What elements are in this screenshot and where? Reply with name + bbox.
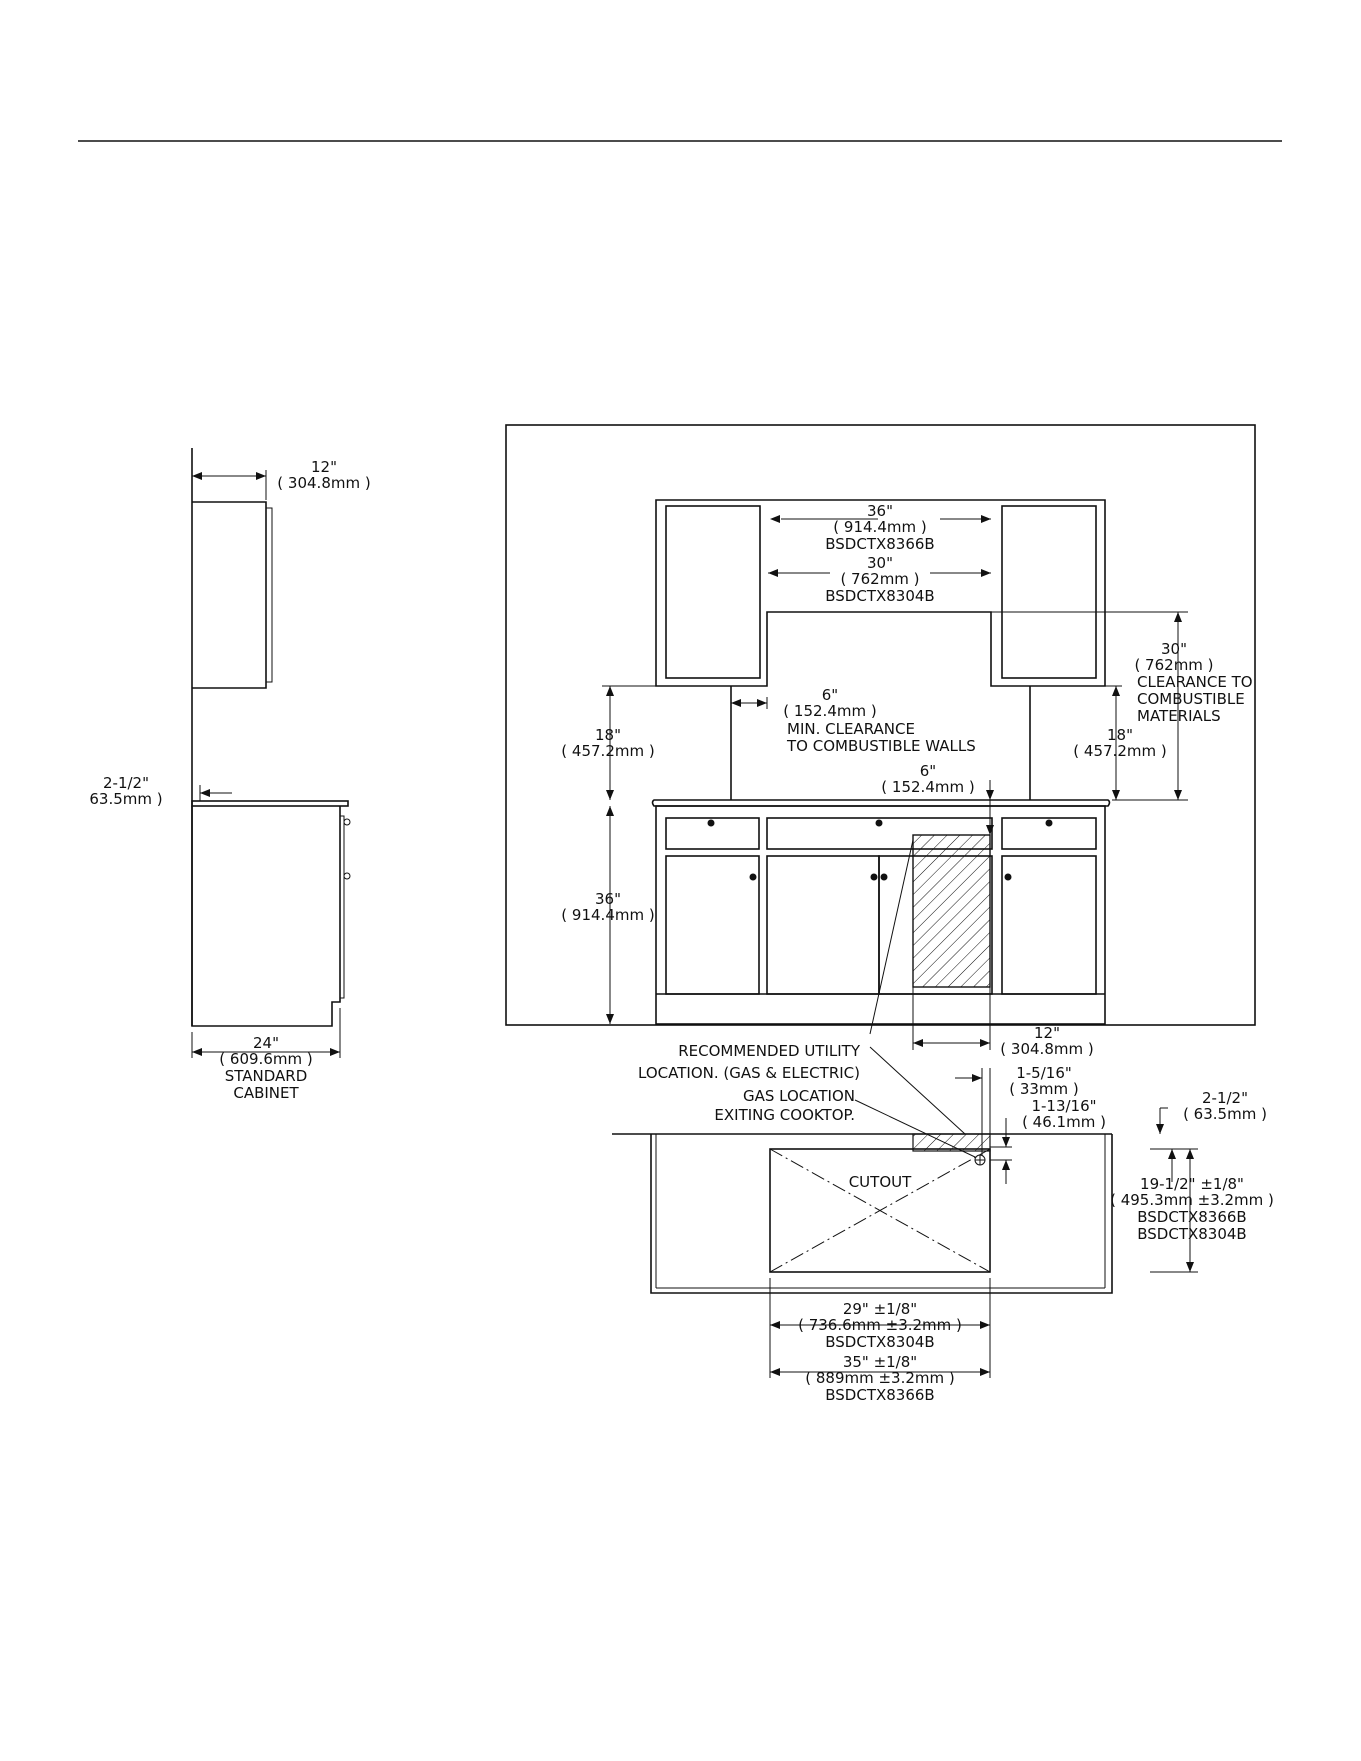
width-35-mm: ( 889mm ±3.2mm ) [805,1369,955,1387]
sidewall-6-mm: ( 152.4mm ) [783,702,876,720]
cutout-depth-m2: BSDCTX8304B [1137,1225,1246,1243]
side-backsplash-in: 2-1/2" [103,774,149,792]
width-29-mm: ( 736.6mm ±3.2mm ) [798,1316,962,1334]
front-view: 36" ( 914.4mm ) BSDCTX8366B 30" ( 762mm … [505,424,1256,1058]
width-35-model: BSDCTX8366B [825,1386,934,1404]
dim-13-16-in: 1-13/16" [1031,1097,1096,1115]
dim-13-16-mm: ( 46.1mm ) [1022,1113,1106,1131]
side-24-note2: CABINET [233,1084,299,1102]
cutout-label: CUTOUT [849,1173,912,1191]
top-backsplash-mm: ( 63.5mm ) [1183,1105,1267,1123]
cutout-rect [769,1148,991,1273]
side-base-door [340,815,345,999]
side-drawer-knob [343,818,351,826]
right-18-mm: ( 457.2mm ) [1073,742,1166,760]
clearance-30-l2: COMBUSTIBLE [1137,690,1245,708]
top-backsplash-in: 2-1/2" [1202,1089,1248,1107]
drawer-right [1001,817,1097,850]
width-29-in: 29" ±1/8" [843,1300,917,1318]
side-24-in: 24" [253,1034,279,1052]
side-wall-cabinet-door [266,507,273,683]
width-29-model: BSDCTX8304B [825,1333,934,1351]
clearance-30-in: 30" [1161,640,1187,658]
top-countertop [650,1134,1113,1294]
top-utility-hatch [912,1133,991,1152]
front-countertop [651,799,1111,807]
drawer-left [665,817,760,850]
side-door-knob [343,872,351,880]
gas-label-l2: EXITING COOKTOP. [714,1106,855,1124]
side-12-in: 12" [311,458,337,476]
clearance-30-l3: MATERIALS [1137,707,1221,725]
opening-30-mm: ( 762mm ) [840,570,919,588]
upper-left-door [665,505,761,679]
side-24-note1: STANDARD [225,1067,308,1085]
cutout-depth-in: 19-1/2" ±1/8" [1140,1175,1244,1193]
counter-6-mm: ( 152.4mm ) [881,778,974,796]
sidewall-6-in: 6" [822,686,838,704]
height-36-in: 36" [595,890,621,908]
sidewall-6-l1: MIN. CLEARANCE [787,720,915,738]
upper-right-door [1001,505,1097,679]
cutout-depth-m1: BSDCTX8366B [1137,1208,1246,1226]
opening-36-mm: ( 914.4mm ) [833,518,926,536]
front-wall-frame [505,424,1256,1026]
top-view: CUTOUT RECOMMENDED UTILITY LOCATION. (GA… [612,839,1274,1404]
side-view: 12" ( 304.8mm ) 2-1/2" 63.5mm ) 24" ( 60… [89,448,371,1102]
right-18-in: 18" [1107,726,1133,744]
height-36-mm: ( 914.4mm ) [561,906,654,924]
door-center-left [766,855,880,995]
utility-12-mm: ( 304.8mm ) [1000,1040,1093,1058]
opening-30-in: 30" [867,554,893,572]
left-18-in: 18" [595,726,621,744]
left-18-mm: ( 457.2mm ) [561,742,654,760]
opening-36-in: 36" [867,502,893,520]
opening-30-model: BSDCTX8304B [825,587,934,605]
width-35-in: 35" ±1/8" [843,1353,917,1371]
sidewall-6-l2: TO COMBUSTIBLE WALLS [786,737,976,755]
gas-label-l1: GAS LOCATION [743,1087,855,1105]
drawer-middle [766,817,993,850]
side-24-mm: ( 609.6mm ) [219,1050,312,1068]
counter-6-in: 6" [920,762,936,780]
clearance-30-l1: CLEARANCE TO [1137,673,1253,691]
utility-label-l1: RECOMMENDED UTILITY [678,1042,861,1060]
utility-12-in: 12" [1034,1024,1060,1042]
side-12-mm: ( 304.8mm ) [277,474,370,492]
side-backsplash-mm: 63.5mm ) [89,790,162,808]
front-base-cabinet [655,805,1106,1025]
side-wall-cabinet [192,501,267,689]
cutout-depth-mm: ( 495.3mm ±3.2mm ) [1110,1191,1274,1209]
dim-5-16-in: 1-5/16" [1016,1064,1072,1082]
side-base-cabinet [191,806,341,1027]
side-countertop [191,800,349,807]
utility-label-l2: LOCATION. (GAS & ELECTRIC) [638,1064,860,1082]
door-left [665,855,760,995]
utility-zone-hatch [912,834,991,988]
clearance-30-mm: ( 762mm ) [1134,656,1213,674]
opening-36-model: BSDCTX8366B [825,535,934,553]
dim-5-16-mm: ( 33mm ) [1009,1080,1079,1098]
door-right [1001,855,1097,995]
